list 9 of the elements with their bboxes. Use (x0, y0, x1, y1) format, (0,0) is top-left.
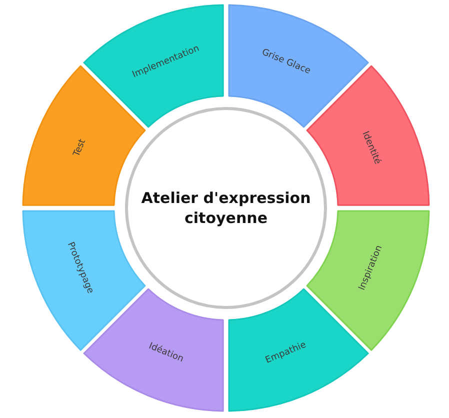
segment-label: Grise Glace (260, 48, 312, 77)
ring-segment (306, 210, 430, 351)
ring-segment (22, 210, 146, 351)
center-circle (125, 107, 327, 309)
ring-segment (83, 4, 224, 128)
segment-label: Test (72, 138, 88, 158)
center-title: Atelier d'expression citoyenne (141, 188, 311, 228)
ring-segment (228, 4, 369, 128)
ring-segment (228, 288, 369, 412)
